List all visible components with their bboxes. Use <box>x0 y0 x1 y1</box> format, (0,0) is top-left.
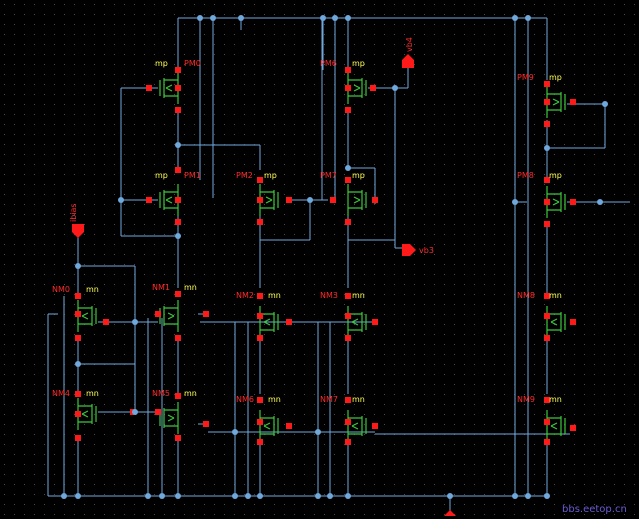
svg-text:mn: mn <box>184 283 197 292</box>
nm7-transistor[interactable]: NM7 mn <box>320 395 378 445</box>
pin-vb3[interactable]: vb3 <box>402 244 434 256</box>
nm3-transistor[interactable]: NM3 mn <box>320 291 378 341</box>
ground-node <box>444 510 456 516</box>
pm8-transistor[interactable]: PM8 mp <box>517 171 576 227</box>
svg-text:NM1: NM1 <box>152 283 170 292</box>
svg-text:mp: mp <box>549 171 562 180</box>
svg-text:NM2: NM2 <box>236 291 254 300</box>
pin-ibias[interactable]: ibias <box>69 203 84 238</box>
svg-text:mn: mn <box>268 291 281 300</box>
svg-text:mp: mp <box>155 59 168 68</box>
nm6-transistor[interactable]: NM6 mn <box>236 395 292 445</box>
svg-text:vb4: vb4 <box>405 37 414 52</box>
svg-text:mp: mp <box>264 171 277 180</box>
pm7-transistor[interactable]: PM7 mp <box>320 171 378 225</box>
svg-text:NM0: NM0 <box>52 285 70 294</box>
svg-text:ibias: ibias <box>69 203 78 222</box>
svg-text:PM9: PM9 <box>517 73 534 82</box>
pm6-transistor[interactable]: PM6 mp <box>320 59 376 113</box>
svg-text:mn: mn <box>268 395 281 404</box>
svg-text:mn: mn <box>86 285 99 294</box>
svg-text:mn: mn <box>352 291 365 300</box>
svg-text:mn: mn <box>549 395 562 404</box>
nm0-transistor[interactable]: NM0 mn <box>52 285 109 341</box>
svg-text:mp: mp <box>549 73 562 82</box>
watermark: bbs.eetop.cn <box>562 504 627 515</box>
svg-text:mn: mn <box>549 291 562 300</box>
svg-text:NM6: NM6 <box>236 395 254 404</box>
svg-text:PM7: PM7 <box>320 171 337 180</box>
svg-text:PM6: PM6 <box>320 59 337 68</box>
svg-text:PM2: PM2 <box>236 171 253 180</box>
wires <box>47 17 630 514</box>
svg-text:mp: mp <box>352 171 365 180</box>
svg-text:NM5: NM5 <box>152 389 170 398</box>
svg-text:NM4: NM4 <box>52 389 70 398</box>
pm9-transistor[interactable]: PM9 mp <box>517 73 576 127</box>
svg-text:mn: mn <box>352 395 365 404</box>
pm1-transistor[interactable]: mp PM1 <box>146 167 201 225</box>
svg-text:mn: mn <box>86 389 99 398</box>
nm2-transistor[interactable]: NM2 mn <box>236 291 292 341</box>
svg-text:mp: mp <box>155 171 168 180</box>
svg-text:NM3: NM3 <box>320 291 338 300</box>
pm0-transistor[interactable]: mp PM0 <box>146 59 201 113</box>
junction-dots <box>61 15 608 499</box>
svg-text:NM9: NM9 <box>517 395 535 404</box>
nm9-transistor[interactable]: NM9 mn <box>517 395 576 445</box>
svg-text:PM0: PM0 <box>184 59 201 68</box>
nm5-transistor[interactable]: NM5 mn <box>152 389 209 441</box>
svg-text:PM8: PM8 <box>517 171 534 180</box>
nm8-transistor[interactable]: NM8 mn <box>517 291 576 341</box>
svg-text:NM7: NM7 <box>320 395 338 404</box>
nm1-transistor[interactable]: NM1 mn <box>152 283 209 341</box>
svg-text:PM1: PM1 <box>184 171 201 180</box>
svg-text:vb3: vb3 <box>419 246 434 255</box>
svg-text:mp: mp <box>352 59 365 68</box>
pin-vb4[interactable]: vb4 <box>402 37 414 68</box>
svg-text:mn: mn <box>184 389 197 398</box>
svg-text:NM8: NM8 <box>517 291 535 300</box>
pm2-transistor[interactable]: PM2 mp <box>236 171 292 225</box>
